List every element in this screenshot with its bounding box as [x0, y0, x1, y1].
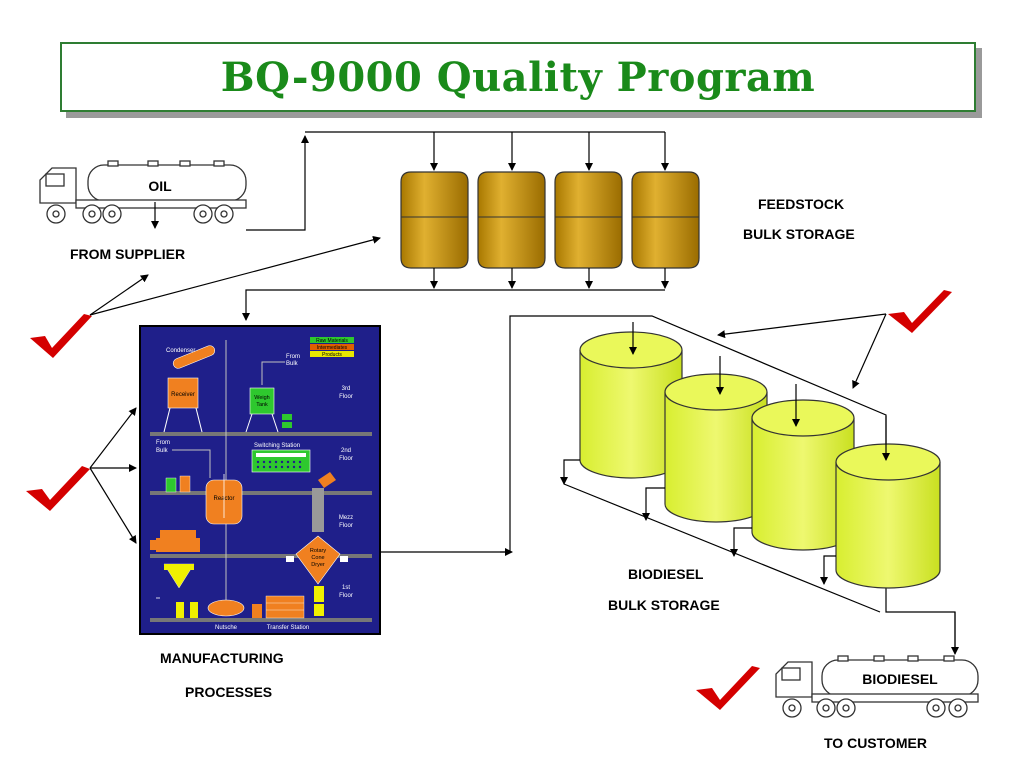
to-customer-caption: TO CUSTOMER: [824, 735, 927, 751]
from-supplier-caption: FROM SUPPLIER: [70, 246, 186, 262]
legend-products: Products: [322, 352, 342, 358]
receiver-label: Receiver: [171, 392, 195, 398]
biodiesel-label-line2: BULK STORAGE: [608, 597, 720, 613]
dryer-line2: Cone: [311, 555, 324, 561]
condenser-label: Condenser: [166, 348, 195, 354]
biodiesel-tank-4: [820, 416, 941, 589]
biodiesel-tank-1: [560, 322, 683, 485]
floor-3-line2: Floor: [339, 394, 353, 400]
floor-mezz-line1: Mezz: [339, 515, 353, 521]
dryer-line1: Rotary: [310, 548, 326, 554]
manufacturing-label-line2: PROCESSES: [185, 684, 273, 700]
biodiesel-tanks: [560, 322, 941, 589]
floor-3-line1: 3rd: [342, 386, 351, 392]
process-check-arrows: [89, 407, 137, 544]
receiver: [167, 377, 199, 409]
from-bulk-left-line1: From: [156, 440, 170, 446]
legend-raw: Raw Materials: [316, 338, 348, 344]
feedstock-tank-3: [554, 132, 623, 289]
feedstock-tank-4: [631, 132, 700, 289]
supplier-check-arrows: [89, 235, 381, 316]
from-bulk-top-line1: From: [286, 354, 300, 360]
from-bulk-top-line2: Bulk: [286, 361, 299, 367]
weigh-tank-line2: Tank: [256, 402, 268, 408]
biodiesel-tank-2: [642, 356, 768, 523]
floor-1-line2: Floor: [339, 593, 353, 599]
oil-to-feedstock-line: [246, 131, 665, 231]
feedstock-label-line2: BULK STORAGE: [743, 226, 855, 242]
weigh-tank-line1: Weigh: [254, 395, 270, 401]
feedstock-label-line1: FEEDSTOCK: [758, 196, 845, 212]
floor-2-line1: 2nd: [341, 448, 351, 454]
biodiesel-label-line1: BIODIESEL: [628, 566, 704, 582]
transfer-station-label: Transfer Station: [267, 625, 309, 631]
oil-truck: [39, 160, 247, 224]
oil-tank-label: OIL: [148, 178, 172, 194]
nutsche-label: Nutsche: [215, 625, 238, 631]
feedstock-tank-2: [477, 132, 546, 289]
floor-1-line1: 1st: [342, 585, 350, 591]
from-bulk-left-line2: Bulk: [156, 448, 169, 454]
condenser: [172, 345, 216, 369]
check-icon-process: [26, 466, 90, 511]
check-icon-supplier: [30, 314, 92, 358]
customer-tank-label: BIODIESEL: [862, 671, 938, 687]
manufacturing-plant: Raw Materials Intermediates Products Con…: [139, 325, 381, 635]
biodiesel-collector-line: [563, 483, 881, 613]
rotary-cone-dryer: [295, 535, 341, 585]
weigh-tank: [249, 387, 275, 415]
plant-to-biodiesel-line: [380, 315, 956, 650]
feedstock-to-plant-line: [242, 289, 665, 321]
page-title: BQ-9000 Quality Program: [220, 53, 816, 101]
title-box: BQ-9000 Quality Program: [60, 42, 976, 112]
dryer-line3: Dryer: [311, 562, 325, 568]
check-icon-customer: [696, 666, 760, 710]
nutsche: [207, 599, 245, 617]
switching-station-label: Switching Station: [254, 443, 300, 449]
storage-check-arrows: [717, 313, 887, 389]
feedstock-tank-1: [400, 132, 469, 289]
customer-truck: [775, 655, 979, 718]
floor-mezz-line2: Floor: [339, 523, 353, 529]
transfer-station: [265, 595, 305, 619]
floor-2-line2: Floor: [339, 456, 353, 462]
manufacturing-label-line1: MANUFACTURING: [160, 650, 284, 666]
biodiesel-tank-3: [730, 384, 855, 557]
check-icon-storage: [888, 290, 952, 333]
feedstock-tanks: [400, 132, 700, 289]
legend-intermediates: Intermediates: [317, 345, 348, 351]
